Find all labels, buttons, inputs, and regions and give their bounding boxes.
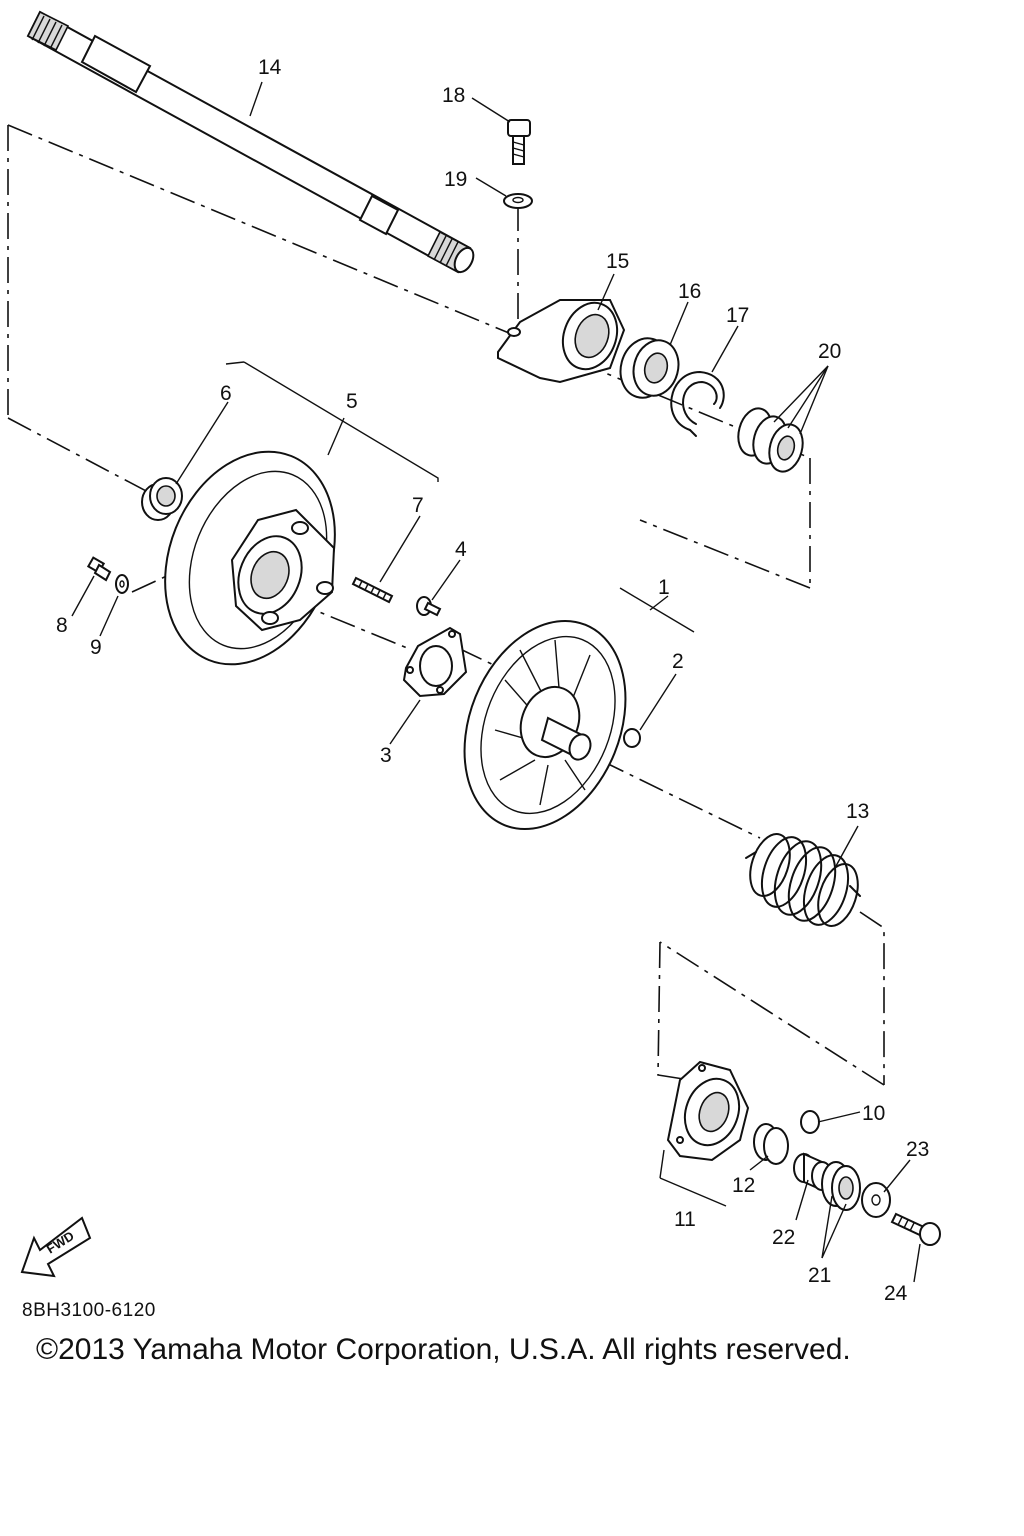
callout-7: 7	[412, 494, 424, 517]
fixed-sheave-1	[463, 619, 627, 831]
spring-seat-cam-11	[666, 1060, 750, 1162]
callout-21: 21	[808, 1264, 831, 1287]
callout-9: 9	[90, 636, 102, 659]
washer-19	[503, 193, 533, 209]
figure-code: 8BH3100-6120	[22, 1300, 156, 1321]
stud-7	[351, 576, 394, 604]
screw-4	[416, 596, 442, 617]
callout-12: 12	[732, 1174, 755, 1197]
callout-18: 18	[442, 84, 465, 107]
washer-9	[115, 574, 129, 594]
callout-8: 8	[56, 614, 68, 637]
bearing-housing-15	[497, 299, 626, 384]
washers-21	[821, 1161, 861, 1211]
callout-13: 13	[846, 800, 869, 823]
washer-23	[861, 1182, 891, 1218]
callout-23: 23	[906, 1138, 929, 1161]
bolt-8	[86, 556, 112, 582]
bearing-16	[619, 337, 680, 399]
seals-20	[737, 407, 804, 473]
callout-6: 6	[220, 382, 232, 405]
callout-17: 17	[726, 304, 749, 327]
sliding-sheave-5	[164, 450, 336, 666]
callout-15: 15	[606, 250, 629, 273]
callout-22: 22	[772, 1226, 795, 1249]
assembly-center-lines	[7, 124, 885, 1086]
callout-20: 20	[818, 340, 841, 363]
bolt-18	[507, 119, 531, 165]
circlip-17	[670, 371, 725, 437]
bushing-12	[753, 1123, 789, 1165]
bolt-24	[890, 1212, 941, 1246]
callout-2: 2	[672, 650, 684, 673]
callout-numbers: 1 2 3 4 5 6 7 8 9 10 11 12 13 14 15 16 1…	[56, 56, 929, 1305]
spring-13	[745, 833, 861, 927]
secondary-shaft	[26, 10, 475, 274]
bushing-6	[141, 477, 183, 521]
callout-10: 10	[862, 1102, 885, 1125]
callout-1: 1	[658, 576, 670, 599]
nut-10	[800, 1110, 820, 1134]
callout-24: 24	[884, 1282, 908, 1305]
callout-19: 19	[444, 168, 467, 191]
copyright-notice: ©2013 Yamaha Motor Corporation, U.S.A. A…	[36, 1333, 851, 1366]
gasket-3	[402, 626, 468, 698]
callout-16: 16	[678, 280, 701, 303]
callout-11: 11	[674, 1208, 696, 1231]
screw-2	[623, 728, 641, 748]
callout-3: 3	[380, 744, 392, 767]
callout-4: 4	[455, 538, 467, 561]
leader-lines	[71, 81, 921, 1283]
callout-14: 14	[258, 56, 282, 79]
callout-5: 5	[346, 390, 358, 413]
fwd-arrow-icon: FWD	[20, 1216, 92, 1278]
